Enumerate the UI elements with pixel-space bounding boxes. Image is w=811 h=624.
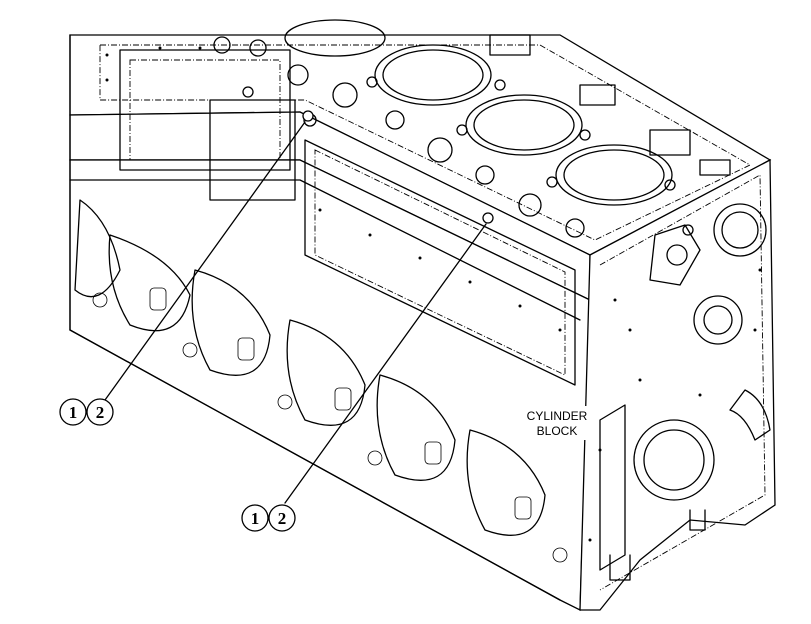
- bolt-dots: [105, 46, 762, 542]
- callout-lower-item-2: 2: [278, 509, 287, 528]
- deck-holes: [213, 34, 731, 238]
- callout-upper: 1 2: [59, 398, 114, 426]
- block-side-lower: [69, 34, 591, 612]
- callout-lower: 1 2: [241, 504, 296, 532]
- block-front-face: [579, 158, 776, 611]
- component-label: CYLINDER BLOCK: [518, 406, 598, 440]
- cylinder-bores: [284, 19, 673, 206]
- component-label-line-1: CYLINDER: [527, 409, 588, 423]
- callout-upper-item-1: 1: [69, 403, 78, 422]
- plug-lower: [482, 212, 494, 224]
- callout-upper-item-2: 2: [96, 403, 105, 422]
- crankcase-bays: [74, 199, 568, 563]
- leader-line-upper: [104, 121, 306, 401]
- callout-lower-item-1: 1: [251, 509, 260, 528]
- side-panel: [119, 49, 576, 386]
- plug-upper: [302, 110, 314, 122]
- component-label-line-2: BLOCK: [537, 424, 578, 438]
- leader-line-lower: [284, 223, 487, 504]
